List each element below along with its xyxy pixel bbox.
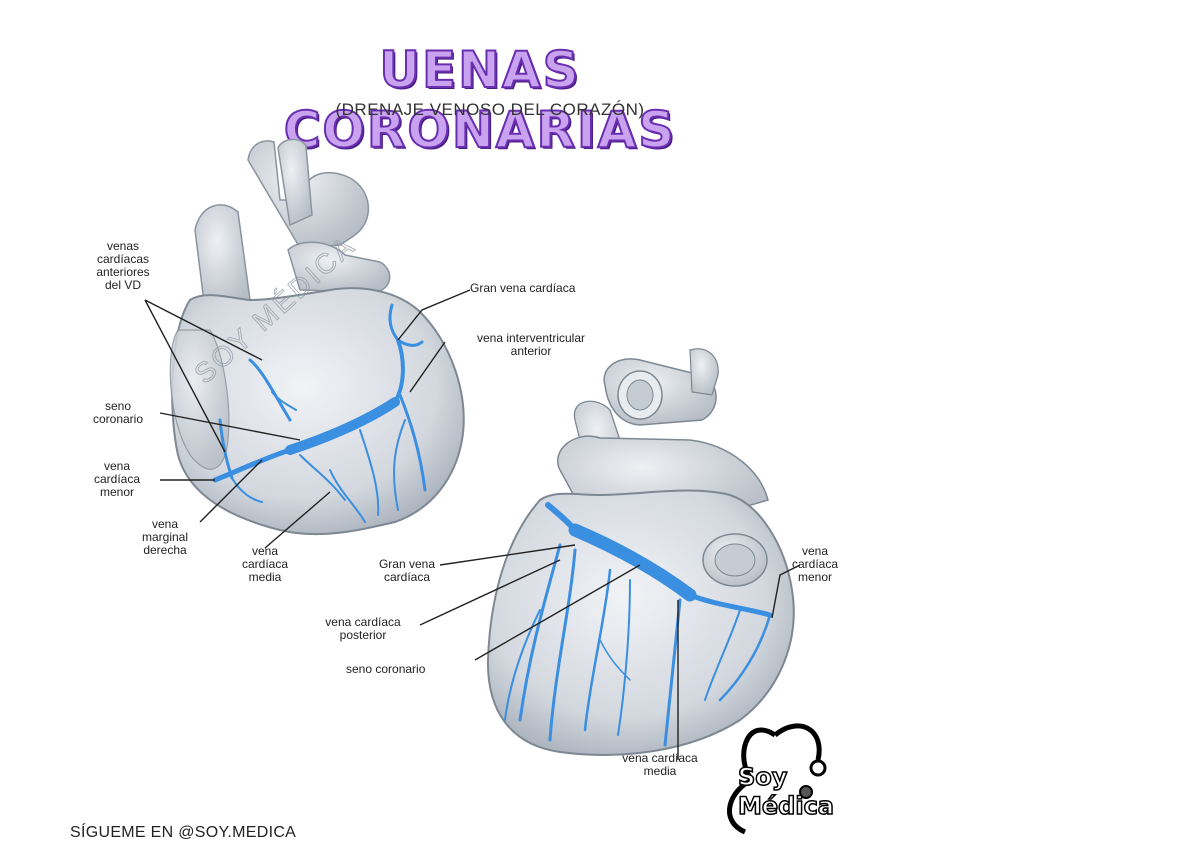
logo-text-soy: Soy (737, 762, 788, 792)
anterior-heart (169, 138, 465, 536)
label-vena-interventricular-anterior: vena interventricular anterior (476, 331, 586, 358)
footer-follow-text[interactable]: SÍGUEME EN @SOY.MEDICA (70, 824, 297, 841)
seno-coronario-anterior (285, 397, 400, 455)
posterior-heart (486, 348, 795, 756)
posterior-vessel-2 (689, 348, 719, 396)
anterior-veins (212, 303, 427, 523)
page-title: UENAS CORONARIAS (283, 40, 677, 160)
vena-cava-vessel (194, 204, 251, 311)
label-seno-coronario-anterior: seno coronario (92, 399, 144, 426)
label-vena-cardiaca-menor-anterior: vena cardíaca menor (93, 459, 141, 499)
label-vena-marginal-derecha: vena marginal derecha (141, 517, 189, 557)
label-vena-cardiaca-menor-posterior: vena cardíaca menor (791, 544, 839, 584)
seno-coronario-posterior (568, 523, 697, 602)
label-gran-vena-cardiaca-anterior: Gran vena cardíaca (470, 281, 576, 295)
label-gran-vena-cardiaca-posterior: Gran vena cardíaca (378, 557, 436, 584)
pulmonary-vessel (277, 138, 313, 227)
label-vena-cardiaca-media-anterior: vena cardíaca media (241, 544, 289, 584)
page-subtitle: (DRENAJE VENOSO DEL CORAZÓN) (335, 100, 645, 119)
label-vena-cardiaca-media-posterior: vena cardíaca media (622, 751, 698, 778)
right-atrium (169, 329, 230, 470)
stethoscope-logo-icon (726, 723, 827, 835)
logo-text-medica: Médica (737, 791, 835, 821)
anterior-heart-body (171, 287, 465, 536)
left-atrium-vessel (287, 241, 391, 293)
posterior-veins (504, 502, 773, 747)
label-seno-coronario-posterior: seno coronario (346, 662, 426, 676)
label-venas-cardiacas-anteriores: venas cardíacas anteriores del VD (96, 239, 150, 292)
leader-lines (144, 289, 801, 760)
label-vena-cardiaca-posterior: vena cardíaca posterior (325, 615, 401, 642)
